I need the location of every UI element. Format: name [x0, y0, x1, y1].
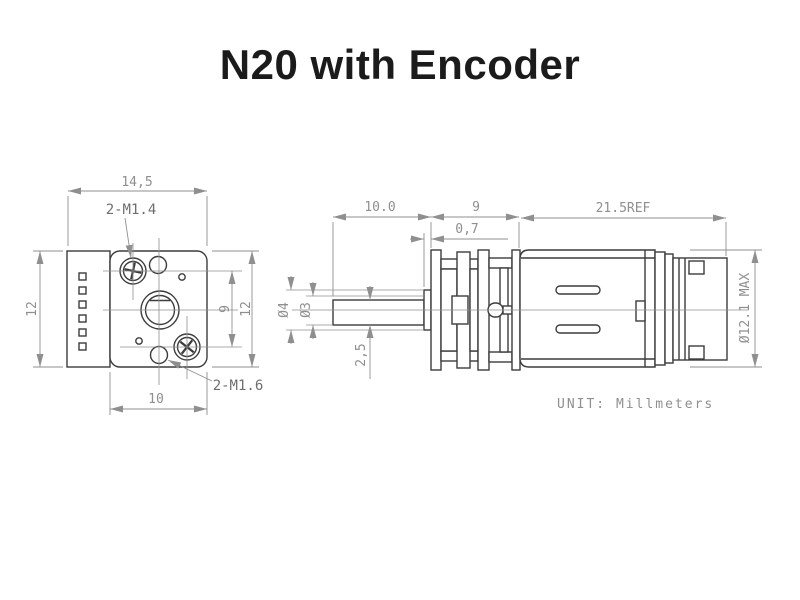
- side-view: [332, 249, 728, 371]
- side-view-dimensions: [287, 213, 762, 379]
- dim-shaft-length: 10.0: [364, 200, 395, 215]
- dim-boss-length: 0,7: [455, 222, 478, 237]
- motor-body: [519, 249, 656, 368]
- brush-tab: [635, 300, 646, 322]
- dim-boss-diameter: Ø4: [277, 302, 292, 318]
- leader-m14: [124, 217, 133, 259]
- label-screws-top: 2-M1.4: [106, 202, 157, 218]
- front-view-dimensions: [33, 187, 259, 415]
- motor-vent-bottom: [555, 324, 601, 334]
- unit-note: UNIT: Millmeters: [557, 397, 714, 412]
- pilot-hole-bottom: [135, 337, 143, 345]
- encoder-pad-bottom: [688, 345, 705, 360]
- dim-shaft-diameter: Ø3: [299, 302, 314, 318]
- motor-vent-top: [555, 285, 601, 295]
- dim-body-diameter: Ø12.1 MAX: [738, 273, 753, 344]
- encoder-housing: [672, 257, 728, 361]
- leader-m16: [167, 359, 213, 382]
- pilot-hole-top: [178, 273, 186, 281]
- encoder-pcb: [66, 250, 111, 368]
- dim-total-width: 14,5: [121, 175, 152, 190]
- page-header: N20 with Encoder: [0, 0, 800, 130]
- dim-gearbox-length: 9: [472, 200, 480, 215]
- dim-shaft-flat: 2,5: [354, 343, 369, 366]
- pcb-pin-pads: [78, 272, 87, 351]
- dim-body-height-left: 12: [25, 301, 40, 317]
- mounting-hole-top: [148, 255, 168, 275]
- front-view: [66, 250, 208, 368]
- motor-end-cap: [654, 251, 674, 366]
- dim-motor-length: 21.5REF: [596, 201, 651, 216]
- dim-screw-spacing: 9: [218, 305, 233, 313]
- page-title: N20 with Encoder: [219, 41, 581, 88]
- dim-body-width: 10: [148, 392, 164, 407]
- technical-drawing: 14,5 2-M1.4 12 9 12 10 2-M1.6 10.0 9 0,7…: [25, 175, 762, 415]
- encoder-pad-top: [688, 260, 705, 275]
- dim-body-height-right: 12: [239, 301, 254, 317]
- output-shaft: [332, 299, 425, 326]
- label-screws-bottom: 2-M1.6: [213, 378, 264, 394]
- center-lines: [103, 238, 748, 385]
